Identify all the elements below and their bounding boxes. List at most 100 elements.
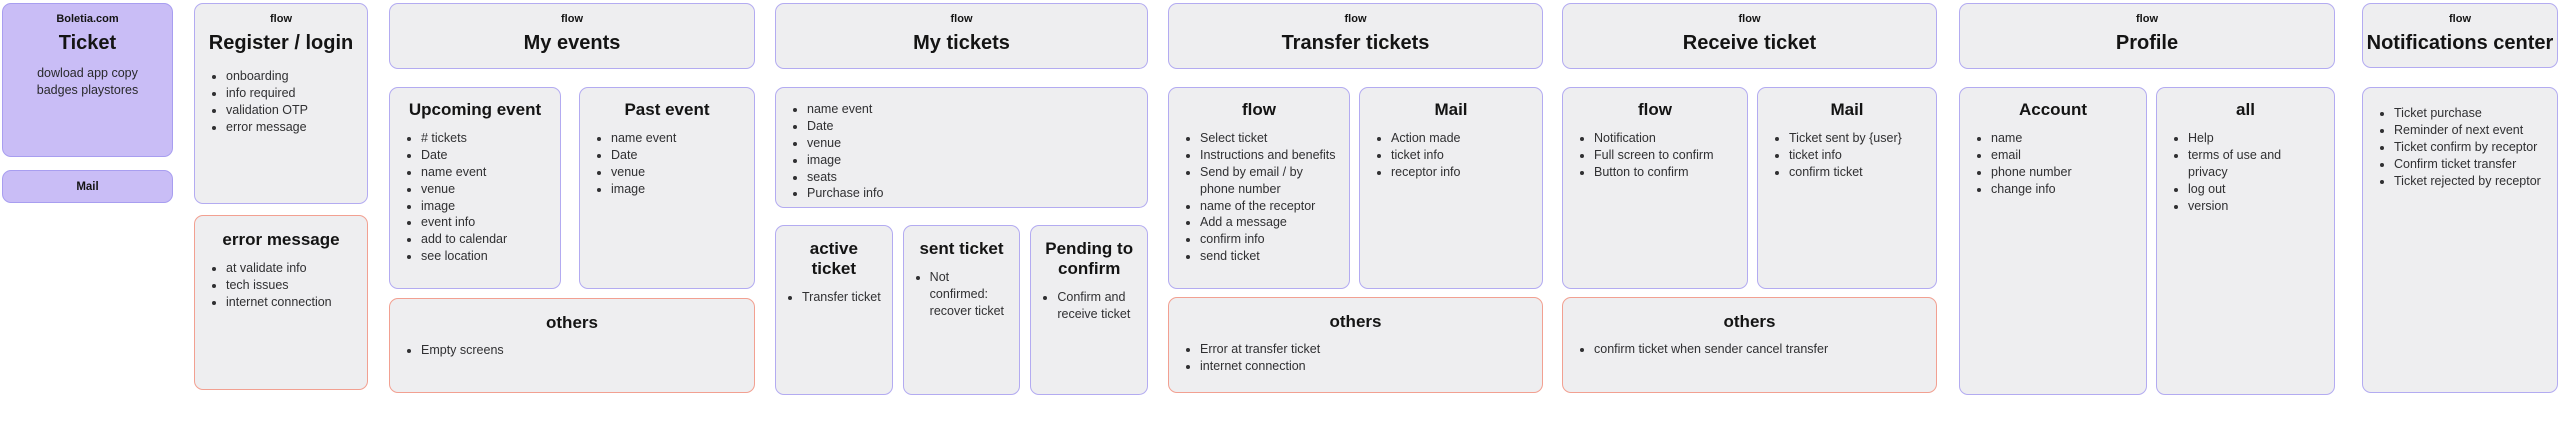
bullet-item: Ticket confirm by receptor: [2394, 139, 2549, 156]
receive-mail-card[interactable]: Mail Ticket sent by {user}ticket infocon…: [1757, 87, 1937, 289]
bullet-item: ticket info: [1789, 147, 1924, 164]
bullet-list: Confirm and receive ticket: [1031, 289, 1147, 323]
brand-card[interactable]: Boletia.com Ticket dowload app copy badg…: [2, 3, 173, 157]
past-event-card[interactable]: Past event name eventDatevenueimage: [579, 87, 755, 289]
transfer-tickets-header-card[interactable]: flow Transfer tickets: [1168, 3, 1543, 69]
flow-kicker: flow: [2136, 13, 2158, 25]
bullet-list: nameemailphone numberchange info: [1960, 130, 2146, 198]
column-register-login: flow Register / login onboardinginfo req…: [194, 3, 368, 390]
transfer-others-card[interactable]: others Error at transfer ticketinternet …: [1168, 297, 1543, 393]
notifications-header-card[interactable]: flow Notifications center: [2362, 3, 2558, 68]
receive-ticket-header-card[interactable]: flow Receive ticket: [1562, 3, 1937, 69]
card-title: Upcoming event: [408, 100, 542, 119]
receive-flow-card[interactable]: flow NotificationFull screen to confirmB…: [1562, 87, 1748, 289]
bullet-item: info required: [226, 85, 355, 102]
bullet-item: Instructions and benefits: [1200, 147, 1337, 164]
bullet-item: confirm ticket: [1789, 164, 1924, 181]
column-notifications-center: flow Notifications center Ticket purchas…: [2362, 3, 2558, 393]
bullet-list: Ticket sent by {user}ticket infoconfirm …: [1758, 130, 1936, 181]
card-title: Mail: [1830, 100, 1864, 119]
bullet-item: # tickets: [421, 130, 548, 147]
bullet-list: confirm ticket when sender cancel transf…: [1563, 341, 1936, 358]
transfer-flow-card[interactable]: flow Select ticketInstructions and benef…: [1168, 87, 1350, 289]
card-title: flow: [1242, 100, 1276, 119]
card-title: others: [1723, 312, 1776, 331]
bullet-list: Transfer ticket: [776, 289, 892, 306]
card-title: sent ticket: [919, 239, 1004, 258]
bullet-item: venue: [807, 135, 1135, 152]
my-tickets-subcards-row: active ticket Transfer ticket sent ticke…: [775, 225, 1149, 395]
receive-others-card[interactable]: others confirm ticket when sender cancel…: [1562, 297, 1937, 393]
account-card[interactable]: Account nameemailphone numberchange info: [1959, 87, 2147, 395]
bullet-list: Helpterms of use and privacylog outversi…: [2157, 130, 2334, 214]
bullet-item: Confirm and receive ticket: [1057, 289, 1137, 323]
bullet-list: onboardinginfo requiredvalidation OTPerr…: [195, 68, 367, 136]
bullet-item: name of the receptor: [1200, 198, 1337, 215]
bullet-item: seats: [807, 169, 1135, 186]
flow-kicker: flow: [270, 13, 292, 25]
my-events-others-card[interactable]: others Empty screens: [389, 298, 755, 393]
bullet-item: Ticket purchase: [2394, 105, 2549, 122]
bullet-item: error message: [226, 119, 355, 136]
column-transfer-tickets: flow Transfer tickets flow Select ticket…: [1168, 3, 1543, 393]
card-title: Account: [2019, 100, 2087, 119]
section-title: Profile: [2115, 32, 2179, 54]
bullet-item: confirm info: [1200, 231, 1337, 248]
card-title: others: [1329, 312, 1382, 331]
bullet-item: email: [1991, 147, 2134, 164]
bullet-item: add to calendar: [421, 231, 548, 248]
bullet-list: name eventDatevenueimage: [580, 130, 754, 198]
bullet-item: venue: [611, 164, 742, 181]
active-ticket-card[interactable]: active ticket Transfer ticket: [775, 225, 893, 395]
bullet-item: terms of use and privacy: [2188, 147, 2322, 181]
bullet-item: Purchase info: [807, 185, 1135, 202]
column-my-events: flow My events Upcoming event # ticketsD…: [389, 3, 755, 393]
bullet-list: at validate infotech issuesinternet conn…: [195, 260, 367, 311]
bullet-item: Date: [611, 147, 742, 164]
my-events-subcards-row: Upcoming event # ticketsDatename eventve…: [389, 87, 755, 289]
bullet-item: receptor info: [1391, 164, 1530, 181]
card-title: Mail: [1434, 100, 1468, 119]
ticket-details-card[interactable]: name eventDatevenueimageseatsPurchase in…: [775, 87, 1148, 208]
upcoming-event-card[interactable]: Upcoming event # ticketsDatename eventve…: [389, 87, 561, 289]
card-title: Pending to confirm: [1045, 239, 1134, 279]
bullet-item: name event: [807, 101, 1135, 118]
bullet-item: Full screen to confirm: [1594, 147, 1735, 164]
register-login-card[interactable]: flow Register / login onboardinginfo req…: [194, 3, 368, 204]
section-title: Transfer tickets: [1281, 32, 1430, 54]
bullet-list: Empty screens: [390, 342, 754, 359]
profile-header-card[interactable]: flow Profile: [1959, 3, 2335, 69]
profile-all-card[interactable]: all Helpterms of use and privacylog outv…: [2156, 87, 2335, 395]
section-title: Receive ticket: [1682, 32, 1817, 54]
pending-to-confirm-card[interactable]: Pending to confirm Confirm and receive t…: [1030, 225, 1149, 395]
register-error-card[interactable]: error message at validate infotech issue…: [194, 215, 368, 390]
my-tickets-header-card[interactable]: flow My tickets: [775, 3, 1148, 69]
bullet-item: Date: [807, 118, 1135, 135]
sent-ticket-card[interactable]: sent ticket Not confirmed: recover ticke…: [902, 225, 1021, 395]
flow-kicker: flow: [561, 13, 583, 25]
flow-kicker: flow: [1344, 13, 1367, 25]
column-receive-ticket: flow Receive ticket flow NotificationFul…: [1562, 3, 1937, 393]
bullet-item: Not confirmed: recover ticket: [930, 269, 1010, 320]
bullet-item: event info: [421, 214, 548, 231]
bullet-item: image: [421, 198, 548, 215]
bullet-item: Button to confirm: [1594, 164, 1735, 181]
bullet-item: log out: [2188, 181, 2322, 198]
bullet-item: phone number: [1991, 164, 2134, 181]
bullet-item: name event: [421, 164, 548, 181]
transfer-mail-card[interactable]: Mail Action madeticket inforeceptor info: [1359, 87, 1543, 289]
bullet-item: version: [2188, 198, 2322, 215]
my-events-header-card[interactable]: flow My events: [389, 3, 755, 69]
brand-mail-card[interactable]: Mail: [2, 170, 173, 203]
bullet-list: Error at transfer ticketinternet connect…: [1169, 341, 1542, 375]
bullet-item: Send by email / by phone number: [1200, 164, 1337, 198]
bullet-list: name eventDatevenueimageseatsPurchase in…: [776, 101, 1147, 202]
bullet-list: Select ticketInstructions and benefitsSe…: [1169, 130, 1349, 265]
section-title: My tickets: [913, 32, 1010, 54]
bullet-item: internet connection: [226, 294, 355, 311]
notifications-list-card[interactable]: Ticket purchaseReminder of next eventTic…: [2362, 87, 2558, 393]
bullet-list: Action madeticket inforeceptor info: [1360, 130, 1542, 181]
bullet-item: onboarding: [226, 68, 355, 85]
bullet-list: # ticketsDatename eventvenueimageevent i…: [390, 130, 560, 265]
bullet-item: Transfer ticket: [802, 289, 882, 306]
